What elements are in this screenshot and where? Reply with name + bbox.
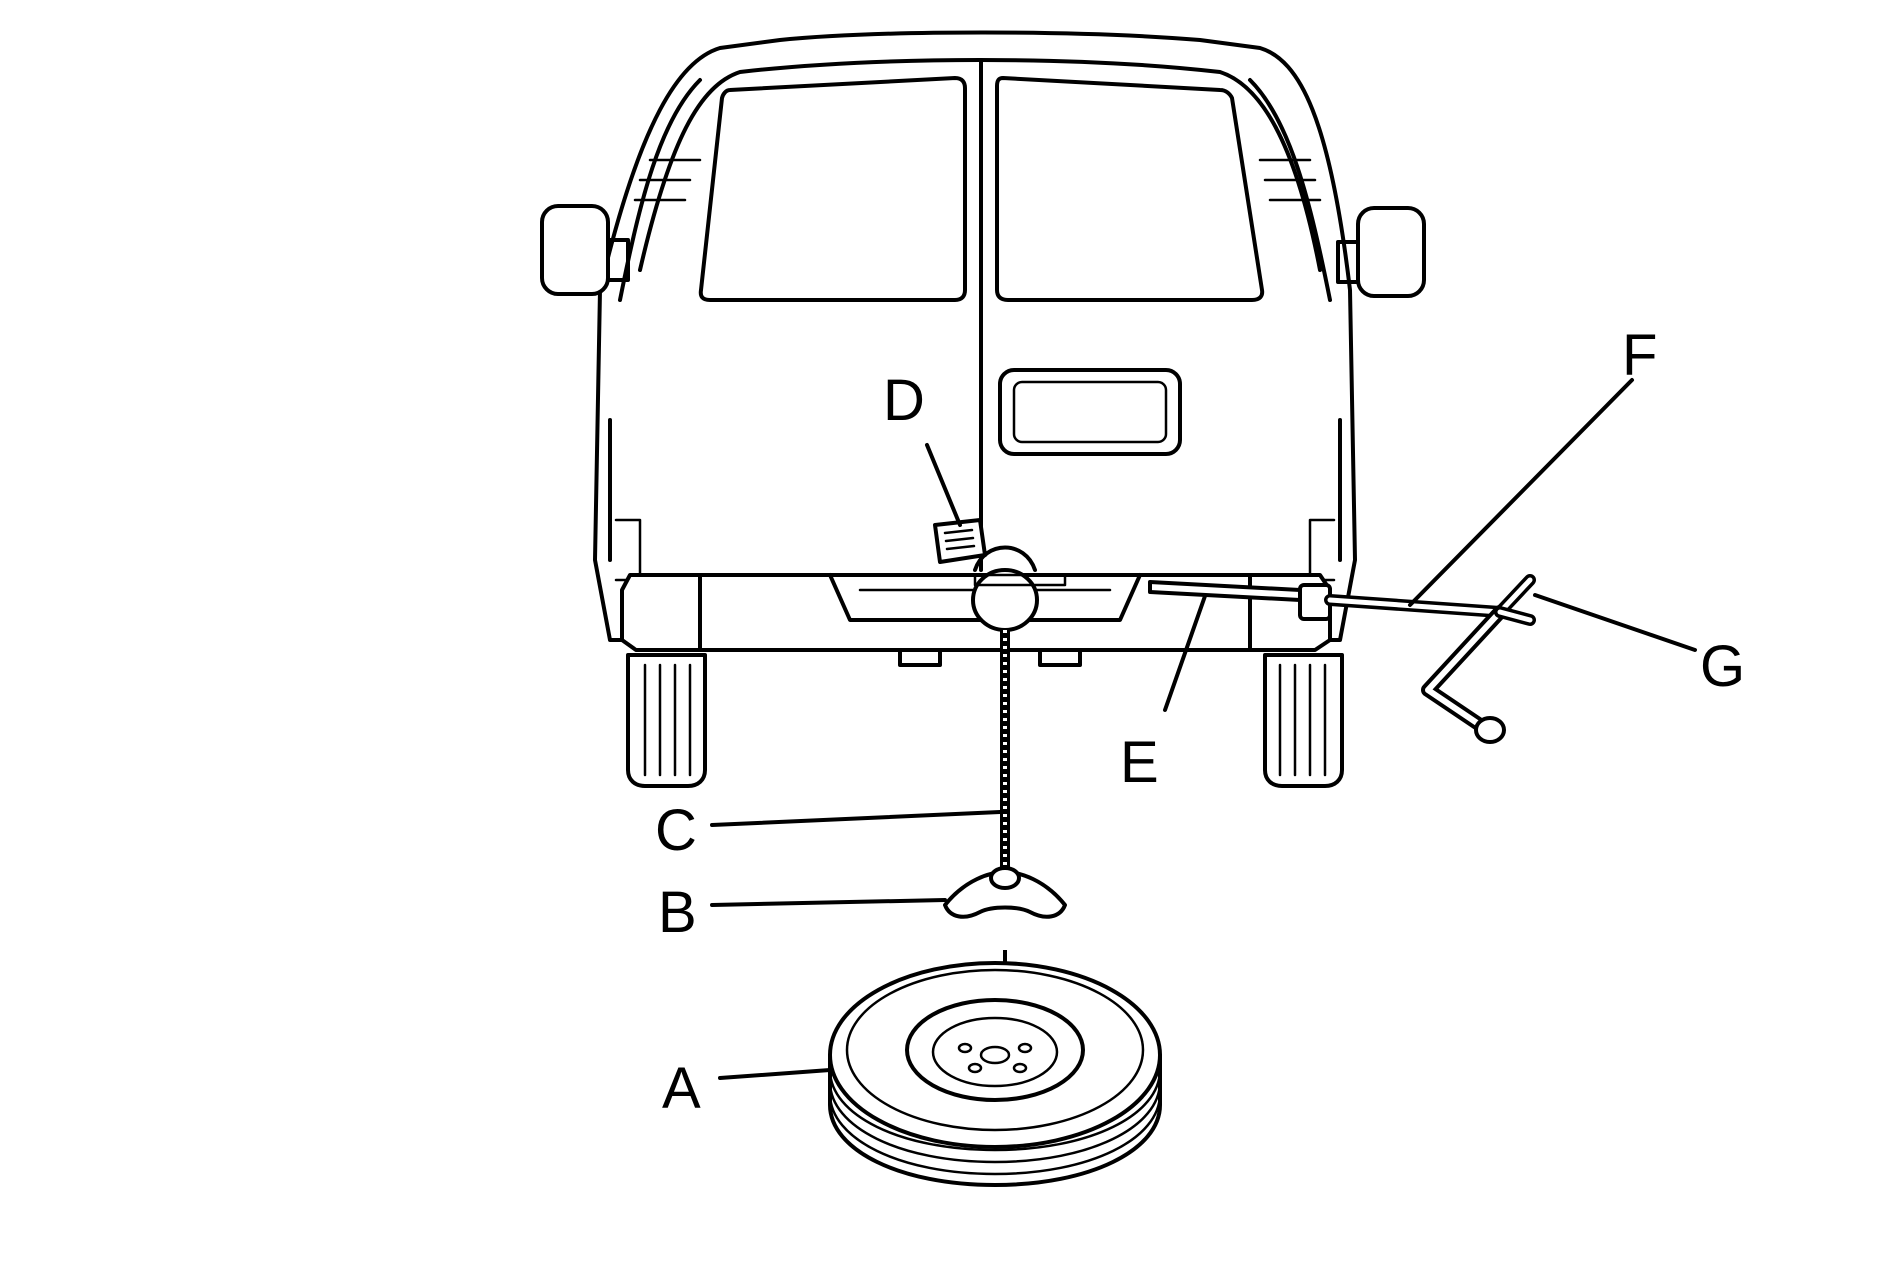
tag-d [933,518,987,564]
wheel-wrench [1421,574,1536,744]
leader-c [710,810,1002,827]
license-plate-recess [998,368,1182,456]
leader-g [1533,593,1697,652]
right-rear-tire [1263,653,1344,788]
left-rear-tire [626,653,707,788]
label-b: B [658,880,697,945]
leader-f [1408,378,1634,607]
label-f: F [1622,323,1657,388]
tire-retainer [943,866,1067,919]
callout-labels: A B C D E F G [655,323,1745,1121]
leader-b [710,898,947,907]
left-mirror [540,204,630,296]
leader-d [925,443,962,527]
leader-lines [710,378,1697,1080]
spare-tire [828,961,1162,1187]
right-mirror [1336,206,1426,298]
label-c: C [655,798,697,863]
jack-handle-extension [1324,594,1506,618]
label-g: G [1700,634,1745,699]
right-rear-window [995,76,1265,302]
leader-a [718,1068,832,1080]
label-d: D [883,368,925,433]
label-a: A [662,1056,701,1121]
leader-e [1163,594,1207,712]
left-rear-window [698,76,967,302]
van-rear-view [540,30,1426,788]
label-e: E [1120,730,1159,795]
